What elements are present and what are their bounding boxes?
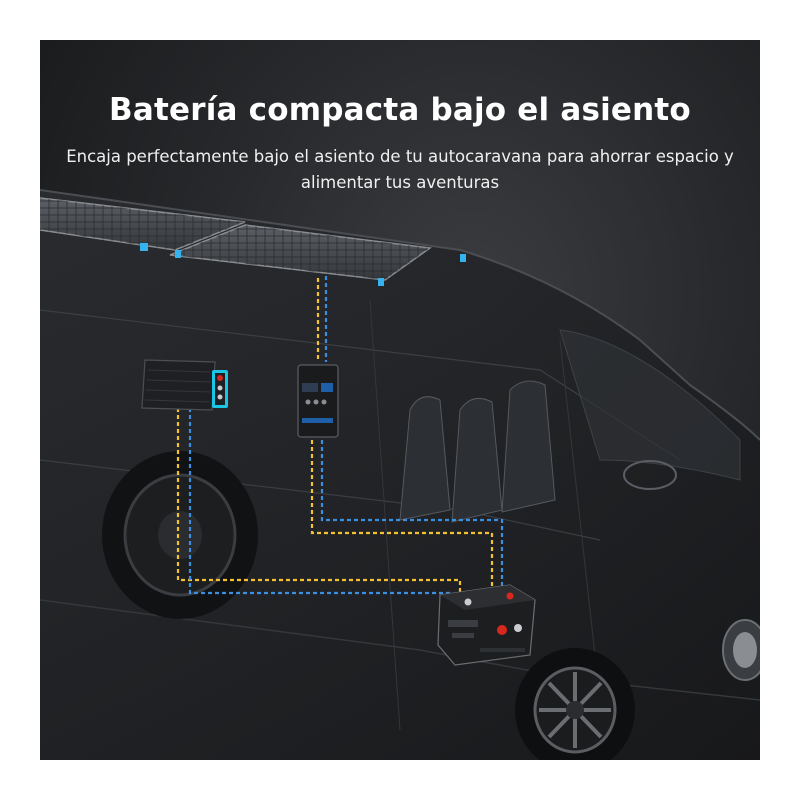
image-frame: Batería compacta bajo el asiento Encaja … [40,40,760,760]
cable-panel-to-controller [316,276,328,362]
front-wheel [515,648,635,760]
headlight [722,619,760,681]
page-title: Batería compacta bajo el asiento [109,92,691,128]
charge-controller [297,364,339,438]
van-scene-illustration [40,189,760,760]
solar-panel-right [169,224,466,286]
cable-controller-to-battery [310,440,504,595]
battery [437,584,536,666]
rear-wheel [102,451,258,619]
van-body [40,189,760,760]
page-subtitle: Encaja perfectamente bajo el asiento de … [66,147,734,192]
dc-dc-charger [141,359,228,411]
